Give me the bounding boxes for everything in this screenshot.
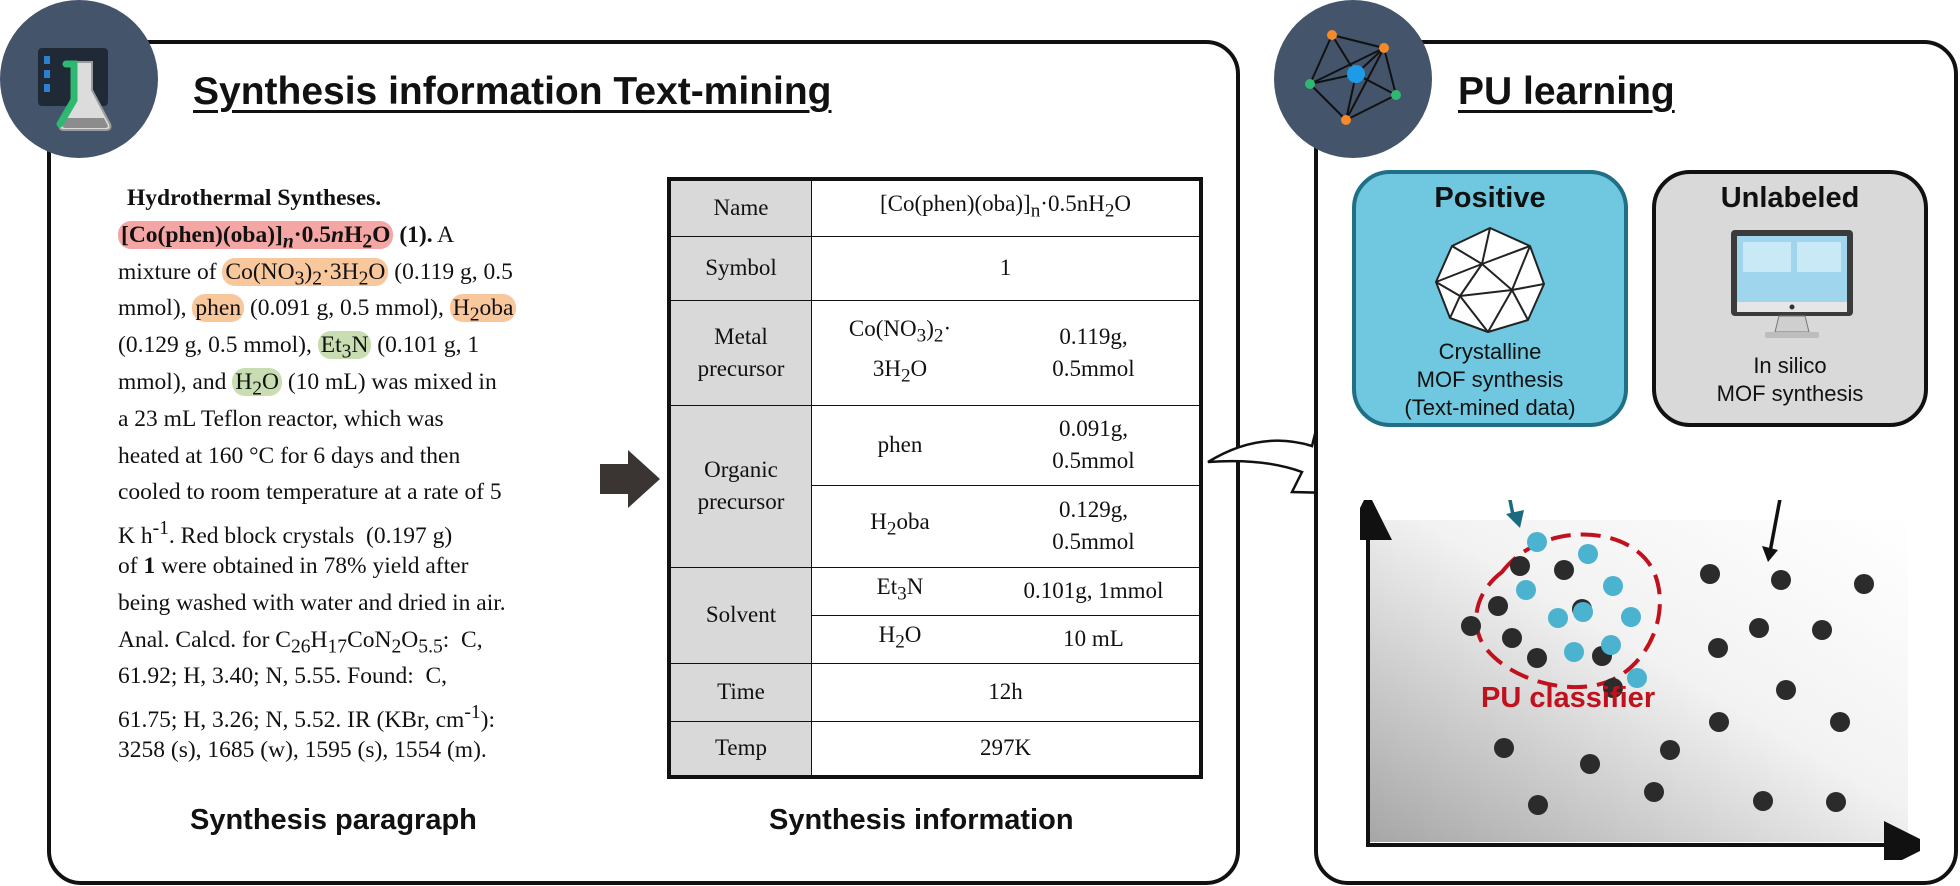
unlabeled-point [1488,596,1508,616]
positive-description: Crystalline MOF synthesis (Text-mined da… [1356,338,1624,422]
unlabeled-point [1776,680,1796,700]
solvent-amount: 0.101g, 1mmol [988,566,1202,616]
paragraph-caption: Synthesis paragraph [190,804,477,836]
positive-title: Positive [1434,182,1546,214]
positive-line: MOF synthesis [1416,367,1564,392]
unlabeled-point [1580,754,1600,774]
ligand-h2oba-highlight: H2oba [449,294,517,326]
symbol-value: 1 [811,235,1202,301]
unlabeled-point [1644,782,1664,802]
unlabeled-description: In silico MOF synthesis [1656,352,1924,408]
unlabeled-point [1709,712,1729,732]
positive-point [1578,544,1598,564]
unlabeled-arrow [1768,500,1782,553]
positive-arrow [1508,500,1516,521]
symbol-label: Symbol [668,235,812,301]
synthesis-table: Name [Co(phen)(oba)]n·0.5nH2O Symbol 1 M… [667,177,1203,779]
organic-amount: 0.129g,0.5mmol [988,484,1202,568]
unlabeled-point [1753,791,1773,811]
unlabeled-point [1854,574,1874,594]
compound-highlight: [Co(phen)(oba)]n·0.5nH2O [118,220,394,252]
temp-label: Temp [668,720,812,778]
solvent-et3n-highlight: Et3N [317,331,372,363]
organic-name: H2oba [811,484,988,568]
pu-classifier-label: PU classifier [1481,682,1656,714]
positive-point [1627,668,1647,688]
pu-learning-title: PU learning [1458,70,1675,113]
organic-name: phen [811,404,988,486]
unlabeled-point [1494,738,1514,758]
solvent-name: Et3N [811,566,988,616]
positive-point [1601,635,1621,655]
unlabeled-title: Unlabeled [1720,182,1860,214]
pu-classifier-boundary [1474,532,1662,690]
positive-point [1621,607,1641,627]
name-value: [Co(phen)(oba)]n·0.5nH2O [811,178,1202,237]
organic-amount: 0.091g,0.5mmol [988,404,1202,486]
unlabeled-point [1527,648,1547,668]
metal-precursor-highlight: Co(NO3)2·3H2O [222,257,389,289]
unlabeled-point [1461,616,1481,636]
unlabeled-point [1771,570,1791,590]
metal-precursor-name: Co(NO3)2·3H2O [811,299,988,406]
unlabeled-point [1502,628,1522,648]
unlabeled-line: MOF synthesis [1716,381,1864,406]
metal-precursor-amount: 0.119g,0.5mmol [988,299,1202,406]
synthesis-paragraph: Hydrothermal Syntheses. [Co(phen)(oba)]n… [118,180,588,769]
paragraph-heading: Hydrothermal Syntheses. [127,185,382,211]
table-caption: Synthesis information [769,804,1074,836]
positive-point [1603,576,1623,596]
unlabeled-card: Unlabeled In silico MOF synthesis [1652,170,1928,427]
unlabeled-line: In silico [1753,353,1827,378]
unlabeled-point [1812,620,1832,640]
unlabeled-point [1603,678,1623,698]
positive-line: Crystalline [1438,339,1542,364]
pu-feature-space [1360,500,1920,860]
pu-learning-badge [1274,0,1432,158]
network-graph-icon [1305,30,1401,125]
unlabeled-point [1554,560,1574,580]
positive-point [1527,532,1547,552]
text-mining-badge [0,0,158,158]
unlabeled-point [1830,712,1850,732]
name-label: Name [668,178,812,237]
right-arrow-icon [600,450,660,508]
unlabeled-point [1826,792,1846,812]
time-value: 12h [811,662,1202,722]
unlabeled-point [1528,795,1548,815]
positive-point [1548,608,1568,628]
positive-point [1516,580,1536,600]
temp-value: 297K [811,720,1202,778]
unlabeled-point [1700,564,1720,584]
solvent-amount: 10 mL [988,614,1202,664]
positive-point [1564,642,1584,662]
lab-flask-icon [38,48,112,131]
positive-card: Positive Crystalline MOF synthesis (Text… [1352,170,1628,427]
solvent-label: Solvent [668,566,812,664]
positive-line: (Text-mined data) [1404,395,1576,420]
unlabeled-point [1510,556,1530,576]
unlabeled-point [1708,638,1728,658]
time-label: Time [668,662,812,722]
computer-monitor-icon [1731,230,1853,338]
unlabeled-point [1660,740,1680,760]
crystal-icon [1435,227,1545,333]
positive-arrowhead [1506,510,1524,528]
ligand-phen-highlight: phen [192,294,245,323]
unlabeled-arrowhead [1762,546,1778,562]
positive-point [1573,602,1593,622]
text-mining-title: Synthesis information Text-mining [193,70,832,113]
solvent-name: H2O [811,614,988,664]
solvent-h2o-highlight: H2O [232,367,282,400]
unlabeled-point [1749,618,1769,638]
